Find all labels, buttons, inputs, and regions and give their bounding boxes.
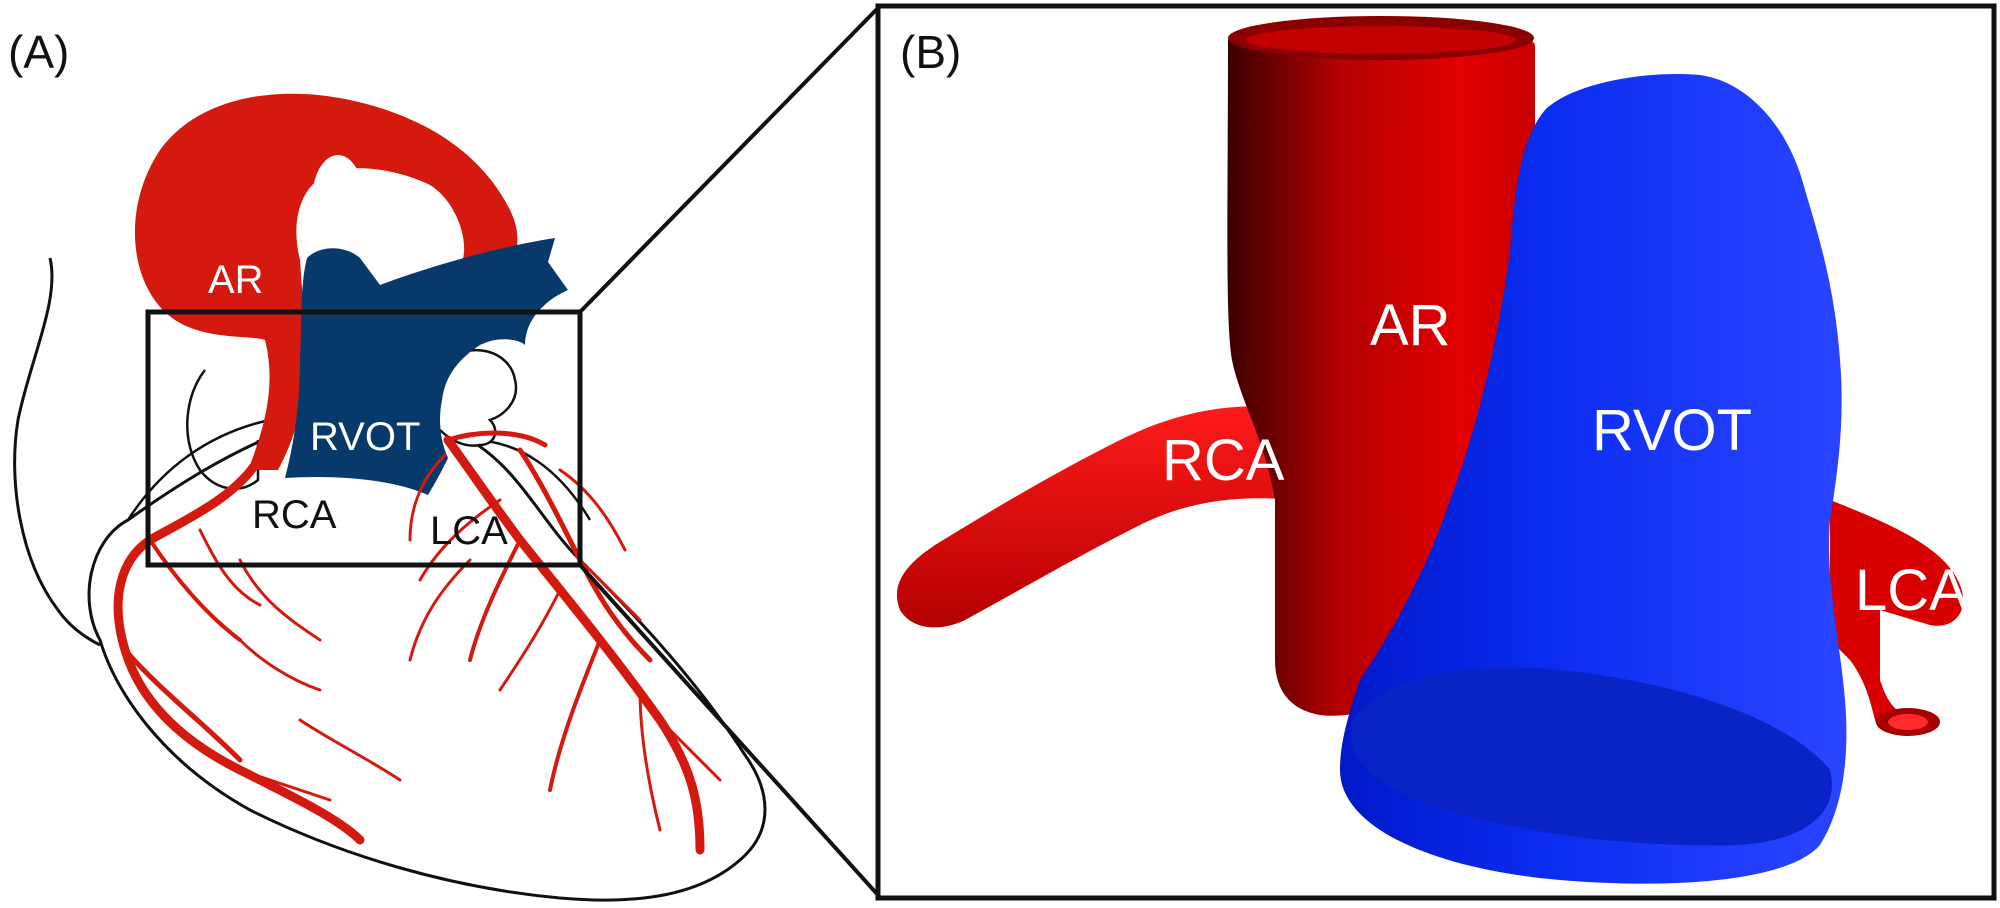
label-b-lca: LCA bbox=[1855, 558, 1968, 623]
aorta-opening-inner bbox=[1246, 26, 1516, 54]
label-a-rvot: RVOT bbox=[310, 415, 420, 459]
panel-b: (B) AR RVOT RCA LCA bbox=[875, 3, 1997, 901]
label-b-aorta: AR bbox=[1370, 293, 1451, 358]
right-atrium-outline bbox=[186, 369, 260, 490]
label-b-rvot: RVOT bbox=[1592, 398, 1752, 463]
left-atrium-outline bbox=[439, 348, 518, 447]
label-a-aorta: AR bbox=[208, 258, 264, 302]
panel-b-label: (B) bbox=[900, 26, 961, 78]
zoom-box bbox=[145, 309, 583, 568]
label-b-rca: RCA bbox=[1162, 428, 1285, 493]
lca-opening-inner bbox=[1888, 714, 1928, 730]
arch-opening bbox=[312, 155, 364, 245]
lca-vessel bbox=[1830, 500, 1964, 734]
rvot-shape bbox=[285, 238, 568, 495]
label-a-rca: RCA bbox=[252, 493, 337, 537]
zoom-connector-bottom bbox=[578, 563, 880, 897]
aortic-arch bbox=[134, 93, 518, 470]
label-a-lca: LCA bbox=[430, 509, 508, 553]
zoom-connector-top bbox=[578, 6, 880, 314]
coronary-tree bbox=[113, 430, 722, 855]
rca-vessel bbox=[896, 406, 1300, 628]
panel-a: (A) bbox=[8, 26, 767, 902]
panel-a-label: (A) bbox=[8, 26, 69, 78]
rvot-outflow-rim bbox=[1350, 667, 1832, 846]
